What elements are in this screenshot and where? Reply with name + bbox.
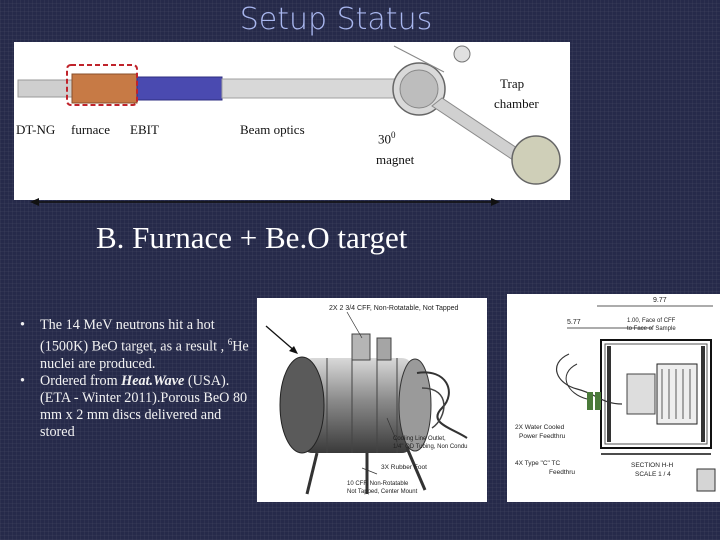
beam-optics-pipe	[221, 78, 398, 99]
he6-arrow	[265, 325, 298, 354]
power-feedthru-label: Power Feedthru	[519, 433, 566, 440]
tc-feedthru-label-2: Feedthru	[549, 469, 576, 476]
chamber-label: chamber	[494, 96, 539, 111]
photo-annotation-top: 2X 2 3/4 CFF, Non-Rotatable, Not Tapped	[329, 305, 459, 312]
detail-line	[393, 45, 445, 73]
length-ruler	[30, 198, 500, 206]
setup-diagram: DT-NG furnace EBIT Beam optics 300 magne…	[14, 42, 570, 200]
feedthru-wires	[556, 353, 623, 405]
length-label: 7 m	[243, 182, 263, 197]
water-cooled-label: 2X Water Cooled	[515, 424, 565, 431]
sample-holder	[656, 363, 698, 425]
dtng-label: DT-NG	[16, 122, 56, 137]
cooling-line	[416, 371, 468, 439]
top-port-2	[376, 337, 392, 361]
photo-annotation-bottom1: 10 CFF, Non-Rotatable	[347, 481, 409, 487]
top-port	[351, 333, 371, 361]
trap-label: Trap	[500, 76, 525, 91]
scale-label: SCALE 1 / 4	[635, 471, 671, 478]
magnet-angle-label: 300	[378, 130, 396, 147]
beam-optics-label: Beam optics	[240, 122, 305, 137]
tc-feedthru-label: 4X Type "C" TC	[515, 460, 561, 467]
bullet-item-neutrons: The 14 MeV neutrons hit a hot (1500K) Be…	[20, 317, 252, 373]
photo-annotation-mid1: Cooling Line Outlet,	[393, 436, 446, 442]
detail-flange	[453, 45, 471, 63]
dashed-highlight-box	[66, 64, 138, 106]
dimension-face-cff: 1.00, Face of CFF	[627, 318, 676, 324]
ebit-label: EBIT	[130, 122, 159, 137]
dimension-face-sample: to Face of Sample	[627, 326, 676, 332]
photo-annotation-foot: 3X Rubber Foot	[381, 464, 427, 471]
magnet-label: magnet	[376, 152, 415, 167]
furnace-block	[71, 73, 138, 104]
chamber-body	[302, 358, 412, 453]
section-heading: B. Furnace + Be.O target	[96, 220, 408, 255]
section-label: SECTION H-H	[631, 462, 674, 469]
furnace-illustration	[279, 311, 468, 495]
he6-label: 6He	[258, 308, 281, 326]
chamber-left-flange	[279, 356, 325, 454]
trap-chamber-circle	[511, 135, 561, 185]
section-view-illustration	[556, 305, 716, 492]
dimension-5-77: 5.77	[567, 319, 581, 326]
photo-annotation-bottom2: Not Tapped, Center Mount	[347, 489, 418, 495]
leg-right	[405, 447, 427, 491]
chamber-right-flange	[398, 358, 432, 452]
bullet-list: The 14 MeV neutrons hit a hot (1500K) Be…	[20, 317, 252, 441]
section-drawing: 9.77 5.77 1.00, Face of CFF to Face of S…	[507, 294, 720, 502]
ebit-pipe	[136, 76, 223, 101]
dimension-9-77: 9.77	[653, 297, 667, 304]
furnace-photo: 2X 2 3/4 CFF, Non-Rotatable, Not Tapped …	[257, 298, 487, 502]
base-flange	[696, 468, 716, 492]
page-title: Setup Status	[239, 2, 433, 37]
beamline-drawing	[17, 45, 561, 185]
magnet-inner	[399, 69, 439, 109]
leg-left	[305, 452, 319, 495]
photo-annotation-mid2: 1/4" OD Tubing, Non Condu	[393, 444, 468, 450]
dtng-pipe	[17, 79, 75, 98]
bullet-item-ordered: Ordered from Heat.Wave (USA). (ETA - Win…	[20, 373, 252, 441]
furnace-label: furnace	[71, 122, 110, 137]
